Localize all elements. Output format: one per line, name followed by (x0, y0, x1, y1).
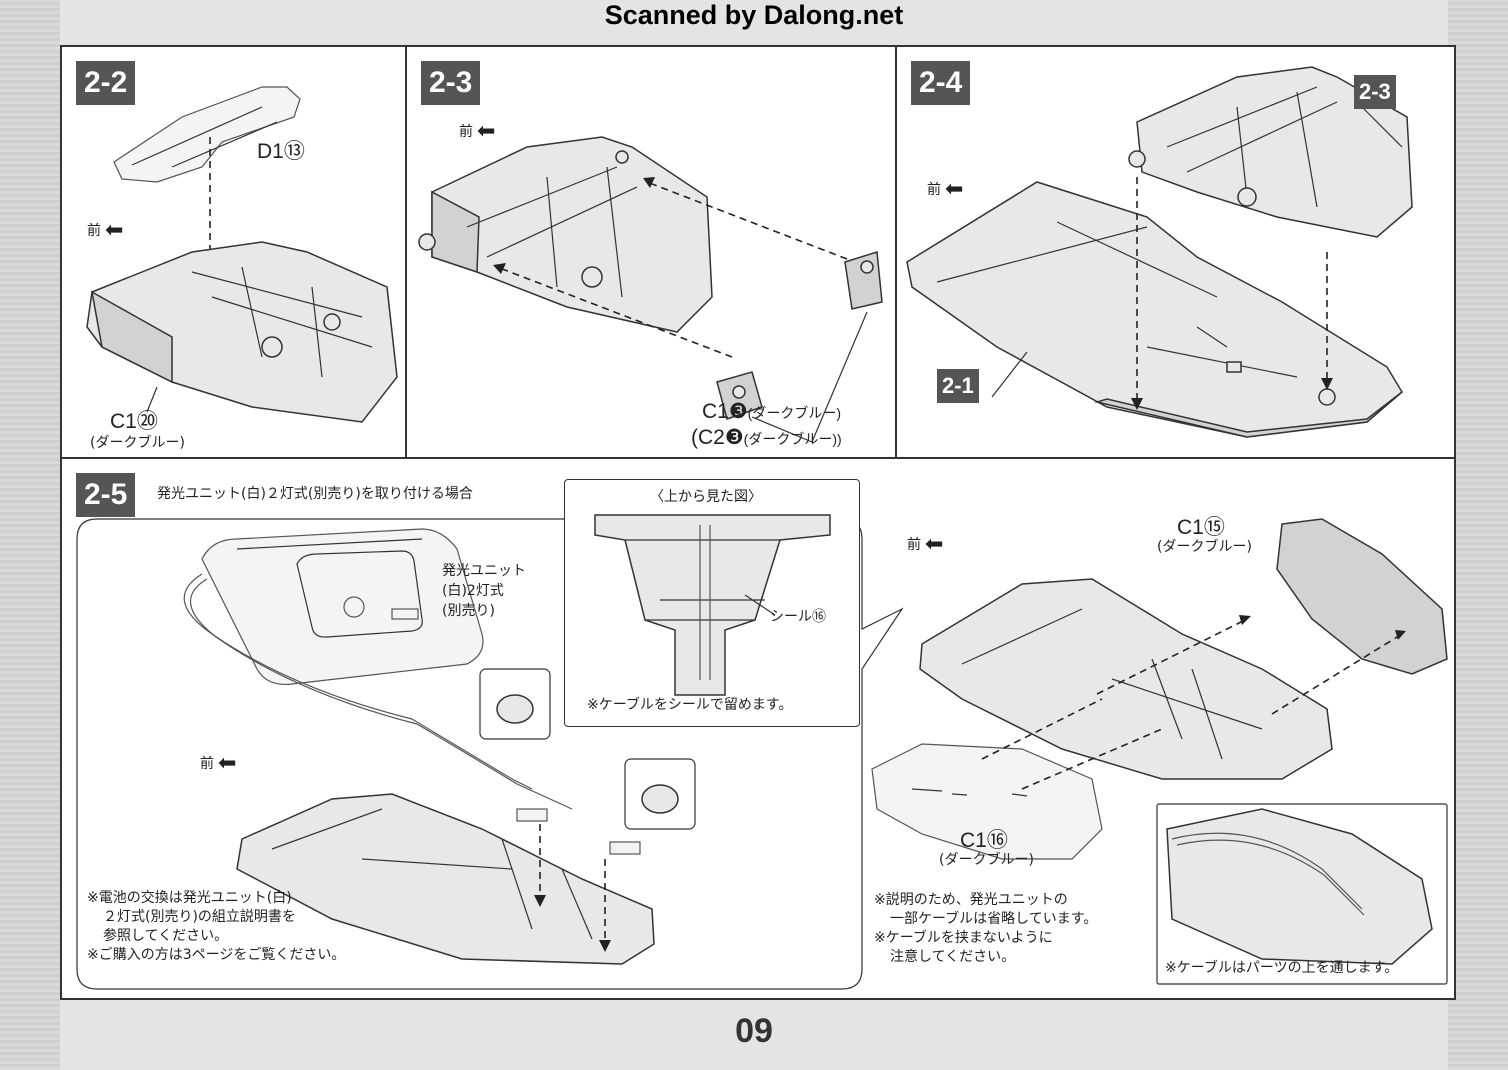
step-2-2-panel: 2-2 D1⑬ 前⬅ C1⑳ (ダークブルー) (62, 47, 407, 459)
step-2-5-illustration (76, 518, 1448, 990)
battery-note-line-1: ※電池の交換は発光ユニット(白) (87, 890, 292, 906)
part-c2-3-color: (ダークブルー)) (743, 431, 842, 447)
step-2-2-badge: 2-2 (76, 61, 136, 105)
part-c1-16-color: (ダークブルー) (939, 852, 1034, 868)
front-label: 前 (907, 537, 921, 553)
instruction-sheet: 2-2 D1⑬ 前⬅ C1⑳ (ダークブルー) 2-3 前⬅ (60, 45, 1456, 1000)
step-2-5-panel: 2-5 発光ユニット(白)２灯式(別売り)を取り付ける場合 (62, 459, 1454, 998)
step-2-4-badge: 2-4 (911, 61, 971, 105)
part-c1-16: C1⑯ (960, 829, 1008, 852)
step-2-4-illustration (906, 66, 1413, 438)
page-number: 09 (735, 1012, 773, 1050)
page-edge-left (0, 0, 60, 1070)
front-label: 前 (200, 756, 214, 772)
front-label: 前 (459, 124, 473, 140)
scan-watermark: Scanned by Dalong.net (604, 0, 904, 30)
top-view-illustration (594, 514, 831, 696)
step-2-2-illustration (86, 86, 398, 423)
front-arrow-icon: ⬅ (945, 177, 964, 202)
front-arrow-icon: ⬅ (477, 119, 496, 144)
part-c1-15: C1⑮ (1177, 516, 1225, 539)
part-c1-3-color: (ダークブルー) (747, 405, 841, 421)
front-indicator: 前⬅ (459, 119, 496, 144)
front-arrow-icon: ⬅ (218, 751, 237, 776)
top-view-box: 〈上から見た図〉 シール⑯ ※ケーブルをシールで留めます。 (564, 479, 860, 727)
part-c1-3-number: C1❸ (702, 400, 748, 423)
explain-note-line-2: 一部ケーブルは省略しています。 (890, 911, 1098, 927)
front-label: 前 (87, 223, 101, 239)
part-d1-13: D1⑬ (257, 140, 305, 163)
part-c2-3-number: (C2❸ (691, 426, 744, 449)
seal-note: ※ケーブルをシールで留めます。 (587, 697, 793, 713)
step-2-3-panel: 2-3 前⬅ C1❸(ダークブルー) (C2❸(ダークブルー)) (407, 47, 897, 459)
led-unit-label-line-2: (白)2灯式 (442, 583, 504, 599)
led-unit-label-line-1: 発光ユニット (442, 563, 526, 579)
step-2-5-badge: 2-5 (76, 473, 136, 517)
page-edge-right (1448, 0, 1508, 1070)
front-indicator: 前⬅ (907, 532, 944, 557)
front-indicator: 前⬅ (200, 751, 237, 776)
led-unit-label: 発光ユニット (白)2灯式 (別売り) (442, 561, 526, 621)
step-2-4-panel: 2-4 前⬅ 2-3 2-1 (897, 47, 1454, 459)
top-view-title: 〈上から見た図〉 (650, 489, 762, 505)
part-c1-20-color: (ダークブルー) (90, 435, 185, 451)
battery-note-line-4: ※ご購入の方は3ページをご覧ください。 (87, 947, 346, 963)
explain-note-line-4: 注意してください。 (890, 949, 1016, 965)
ref-step-2-3-badge: 2-3 (1354, 75, 1396, 109)
front-arrow-icon: ⬅ (925, 532, 944, 557)
led-unit-label-line-3: (別売り) (442, 603, 495, 619)
explain-note-line-1: ※説明のため、発光ユニットの (874, 892, 1068, 908)
part-c1-20: C1⑳ (110, 410, 158, 433)
part-c2-3: (C2❸(ダークブルー)) (691, 425, 842, 450)
front-arrow-icon: ⬅ (105, 218, 124, 243)
part-c1-3: C1❸(ダークブルー) (702, 399, 841, 424)
battery-note-line-2: ２灯式(別売り)の組立説明書を (103, 909, 296, 925)
front-indicator: 前⬅ (87, 218, 124, 243)
battery-note-line-3: 参照してください。 (103, 928, 229, 944)
battery-note: ※電池の交換は発光ユニット(白) ２灯式(別売り)の組立説明書を 参照してくださ… (87, 889, 345, 965)
step-2-5-title: 発光ユニット(白)２灯式(別売り)を取り付ける場合 (157, 486, 473, 502)
step-2-3-illustration (418, 136, 883, 443)
cable-note: ※ケーブルはパーツの上を通します。 (1165, 960, 1399, 976)
front-label: 前 (927, 182, 941, 198)
explain-note: ※説明のため、発光ユニットの 一部ケーブルは省略しています。 ※ケーブルを挟まな… (874, 891, 1097, 967)
step-2-3-badge: 2-3 (421, 61, 481, 105)
seal-16-label: シール⑯ (770, 609, 826, 625)
ref-step-2-1-badge: 2-1 (937, 369, 979, 403)
explain-note-line-3: ※ケーブルを挟まないように (874, 930, 1053, 946)
front-indicator: 前⬅ (927, 177, 964, 202)
part-c1-15-color: (ダークブルー) (1157, 539, 1252, 555)
